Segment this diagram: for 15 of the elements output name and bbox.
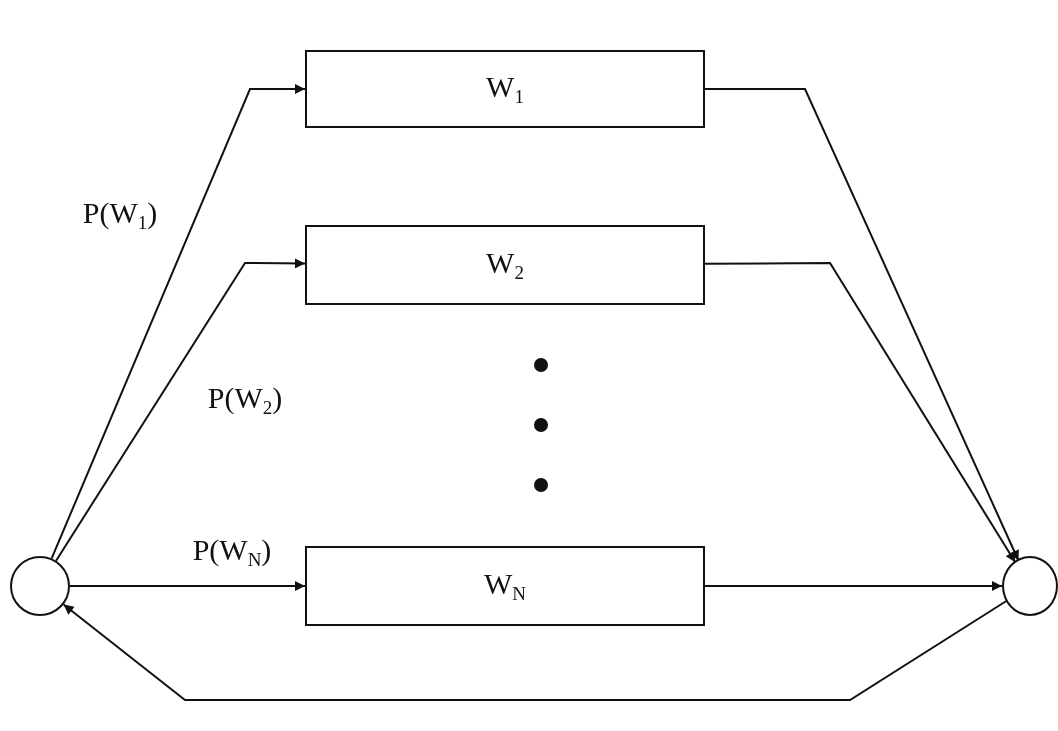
junction-circle — [10, 556, 70, 616]
junction-circle — [1002, 556, 1058, 616]
arrow — [55, 258, 306, 562]
arrow — [50, 84, 306, 560]
process-box — [305, 50, 705, 128]
process-box — [305, 225, 705, 305]
arrow — [69, 581, 306, 591]
arrow — [704, 88, 1020, 562]
box-label: W$_{1}$ — [486, 70, 524, 108]
arrow — [62, 600, 1008, 701]
arrow — [704, 262, 1017, 564]
box-label: W$_{N}$ — [483, 567, 527, 605]
box-label: W$_{2}$ — [486, 246, 524, 284]
process-box — [305, 546, 705, 626]
arrow — [704, 581, 1003, 591]
